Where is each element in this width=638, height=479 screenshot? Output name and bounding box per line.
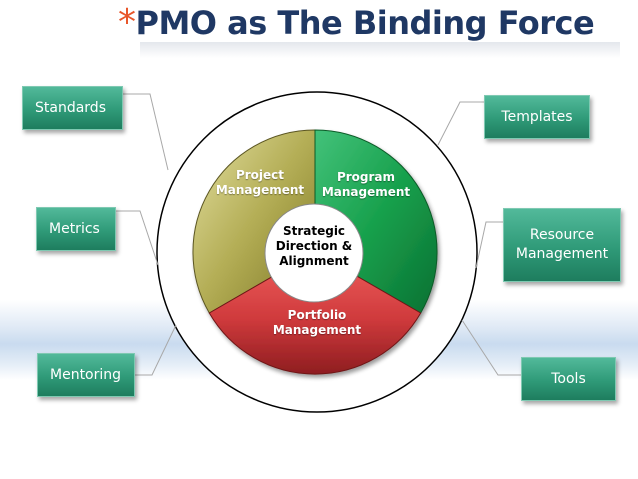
connector-standards <box>122 93 169 171</box>
box-mentoring: Mentoring <box>37 353 135 397</box>
box-label: Standards <box>35 100 106 116</box>
label-portfolio-management: Portfolio Management <box>272 308 362 337</box>
pie-chart <box>192 129 438 375</box>
box-label: Templates <box>501 109 573 125</box>
center-circle <box>264 203 364 303</box>
box-label: Mentoring <box>50 367 122 383</box>
connector-resource <box>475 221 503 269</box>
box-label: Tools <box>551 371 586 387</box>
title-star: * <box>118 2 136 43</box>
box-standards: Standards <box>22 86 123 130</box>
connector-metrics <box>116 210 159 266</box>
slide-title: *PMO as The Binding Force <box>118 2 595 45</box>
connector-tools <box>461 319 521 376</box>
label-project-management: Project Management <box>215 168 305 197</box>
box-label: Resource Management <box>515 227 609 262</box>
box-label: Metrics <box>49 221 100 237</box>
box-metrics: Metrics <box>36 207 116 251</box>
box-tools: Tools <box>521 357 616 401</box>
connectors <box>108 93 521 376</box>
segment-portfolio <box>208 251 422 375</box>
box-templates: Templates <box>484 95 590 139</box>
label-program-management: Program Management <box>321 170 411 199</box>
title-text: PMO as The Binding Force <box>135 4 595 42</box>
connector-templates <box>437 101 484 146</box>
box-resource-management: Resource Management <box>503 208 621 282</box>
title-reflection <box>140 42 620 58</box>
label-strategic-direction: Strategic Direction & Alignment <box>275 224 353 268</box>
